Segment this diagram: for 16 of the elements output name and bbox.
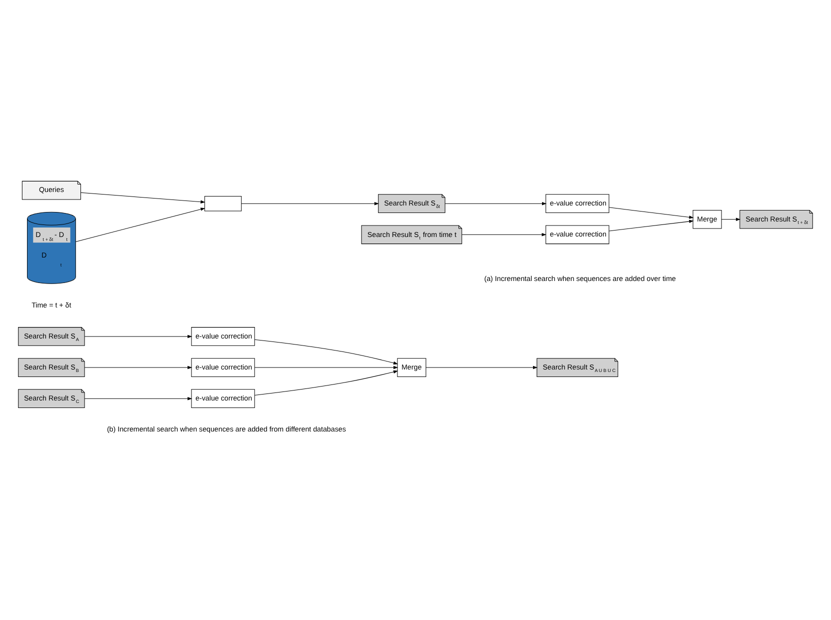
- arrow: [254, 339, 398, 364]
- arrow: [721, 218, 741, 221]
- arrow: [608, 207, 694, 219]
- arrow: [84, 334, 192, 338]
- arrow: [444, 202, 547, 206]
- arrow: [254, 366, 398, 370]
- arrow: [462, 233, 546, 236]
- arrow: [84, 366, 192, 370]
- arrow: [241, 202, 379, 206]
- arrow: [75, 208, 206, 242]
- arrow: [80, 192, 206, 204]
- node-box: [204, 196, 242, 212]
- arrow: [254, 370, 398, 396]
- arrow: [608, 220, 694, 232]
- arrow: [84, 396, 192, 400]
- arrow: [426, 366, 538, 370]
